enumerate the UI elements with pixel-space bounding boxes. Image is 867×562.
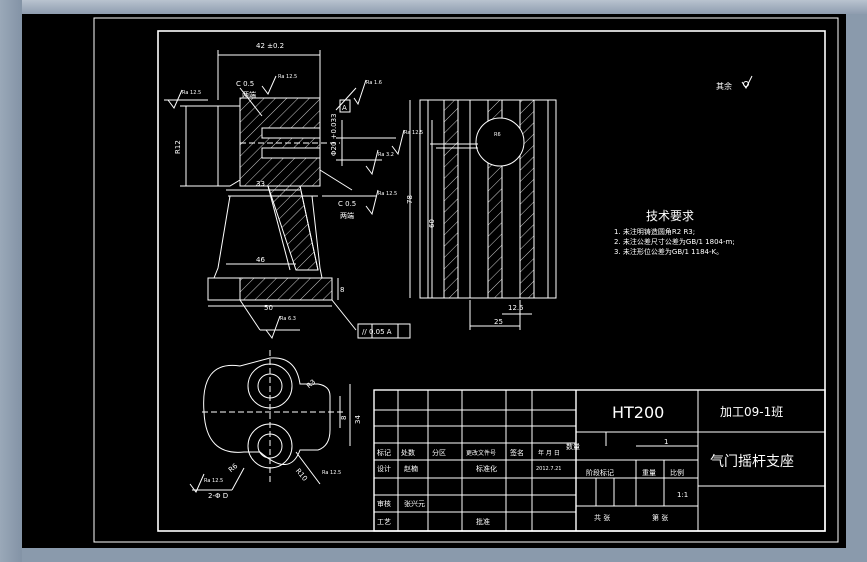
roughness-label-2: Ra 12.5	[278, 74, 297, 80]
title-block-text: HT200 加工09-1班 气门摇杆支座 标记 处数 分区 更改文件号 签名 年…	[377, 403, 794, 526]
scale-value: 1:1	[677, 491, 688, 499]
roughness-label-9: Ra 12.5	[322, 470, 341, 476]
dim-top-width: 42 ±0.2	[256, 42, 284, 50]
roughness-label-6: Ra 12.5	[378, 191, 397, 197]
review-label: 审核	[377, 499, 391, 508]
tech-req-item-3: 3. 未注形位公差为GB/1 1184-K。	[614, 247, 723, 256]
reviewer-name: 张兴元	[404, 499, 425, 508]
note-both-ends-2: 两端	[340, 211, 354, 220]
dim-78: 78	[406, 195, 414, 204]
roughness-label-5: Ra 3.2	[378, 152, 394, 158]
dim-2xd: 2-Φ D	[208, 492, 228, 500]
parallel-tolerance: // 0.05 A	[362, 328, 392, 336]
sign-label: 签名	[510, 448, 524, 457]
tech-req-item-2: 2. 未注公差尺寸公差为GB/1 1804-m;	[614, 237, 735, 246]
design-label: 设计	[377, 464, 391, 473]
window-top-chrome	[0, 0, 867, 14]
outer-sheet-border	[93, 17, 839, 543]
dim-25: 25	[494, 318, 503, 326]
note-both-ends-1: 两端	[242, 90, 256, 99]
weight-label: 重量	[642, 469, 656, 477]
dim-chamfer-1: C 0.5	[236, 80, 254, 88]
class-name: 加工09-1班	[720, 405, 783, 419]
rest-roughness-note	[741, 75, 753, 89]
stage-mark-label: 阶段标记	[586, 468, 614, 477]
approve-label: 批准	[476, 517, 490, 526]
material-value: HT200	[612, 403, 664, 422]
scale-label: 比例	[670, 468, 684, 477]
dim-46: 46	[256, 256, 265, 264]
cad-drawing-viewport[interactable]: 42 ±0.2 C 0.5 两端 C 0.5 两端 33 46 50 8 Φ20…	[22, 14, 846, 548]
front-view	[164, 50, 411, 340]
dim-60: 60	[428, 219, 436, 228]
zone-label: 分区	[432, 448, 446, 457]
mark-label: 标记	[377, 448, 391, 457]
dim-r3: R3	[305, 378, 317, 390]
roughness-label-3: Ra 1.6	[366, 80, 382, 86]
roughness-label-8: Ra 12.5	[204, 478, 223, 484]
dim-50: 50	[264, 304, 273, 312]
dim-34: 34	[354, 415, 362, 424]
top-view	[189, 350, 351, 493]
dim-12-5: 12.5	[508, 304, 524, 312]
date-label: 年 月 日	[538, 449, 560, 457]
dim-8-top: 8	[340, 416, 348, 420]
side-view-labels: R6 78 60 12.5 25	[406, 132, 524, 326]
dim-8: 8	[340, 286, 344, 294]
count-label: 处数	[401, 448, 415, 457]
dim-r6-top: R6	[227, 462, 240, 474]
window-left-chrome	[0, 0, 22, 562]
tech-req-title: 技术要求	[646, 209, 694, 223]
dim-33: 33	[256, 180, 265, 188]
dim-r10: R10	[294, 467, 309, 483]
sheet-number-label: 第 张	[652, 513, 668, 522]
total-sheets-label: 共 张	[594, 513, 610, 522]
process-label: 工艺	[377, 518, 391, 526]
datum-a: A	[342, 104, 347, 112]
tech-req-item-1: 1. 未注明铸造圆角R2 R3;	[614, 227, 695, 236]
designer-name: 赵楠	[404, 464, 418, 473]
dim-r12-side: R6	[494, 132, 501, 138]
date-value: 2012.7.21	[536, 466, 561, 472]
roughness-label-7: Ra 6.3	[280, 316, 296, 322]
quantity-value: 1	[664, 438, 668, 446]
rest-roughness-label: 其余	[716, 81, 732, 91]
title-block	[373, 389, 826, 532]
drawing-canvas[interactable]: 42 ±0.2 C 0.5 两端 C 0.5 两端 33 46 50 8 Φ20…	[22, 14, 846, 548]
dim-r12: R12	[174, 140, 182, 154]
front-view-labels: 42 ±0.2 C 0.5 两端 C 0.5 两端 33 46 50 8 Φ20…	[174, 42, 423, 336]
dim-chamfer-2: C 0.5	[338, 200, 356, 208]
top-view-labels: R3 R6 R10 34 8 2-Φ D Ra 12.5 Ra 12.5	[204, 378, 362, 500]
roughness-label-4: Ra 12.5	[404, 130, 423, 136]
side-view	[409, 99, 557, 330]
dim-dia-hole: Φ20 +0.033	[330, 113, 338, 156]
quantity-label: 数量	[566, 442, 580, 451]
standard-label: 标准化	[476, 464, 497, 473]
roughness-label-1: Ra 12.5	[182, 90, 201, 96]
part-name: 气门摇杆支座	[710, 454, 794, 470]
change-doc-label: 更改文件号	[466, 449, 496, 457]
